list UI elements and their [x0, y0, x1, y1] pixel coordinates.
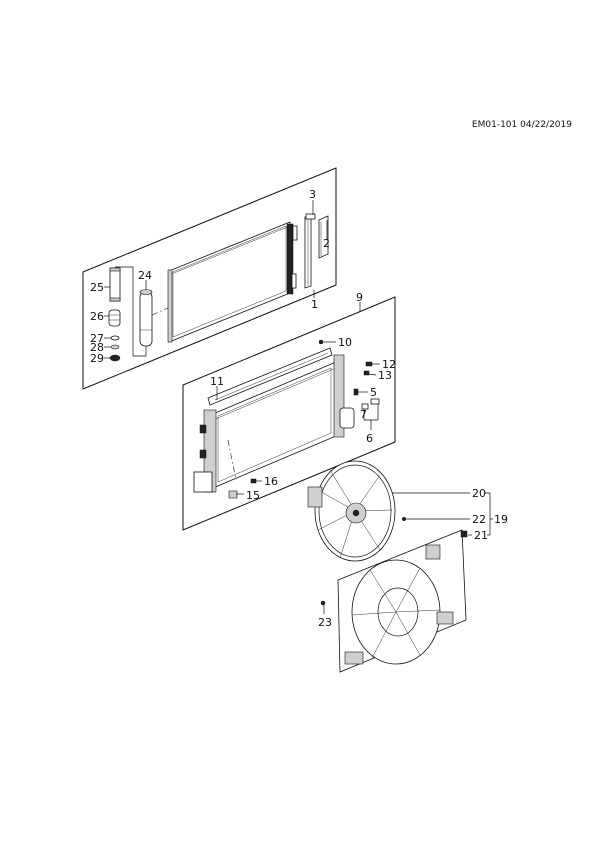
callout-27: 27 — [90, 332, 104, 345]
callout-26: 26 — [90, 310, 104, 323]
callout-24: 24 — [138, 269, 152, 282]
callout-6: 6 — [366, 432, 373, 445]
callout-16: 16 — [264, 475, 278, 488]
callout-21: 21 — [474, 529, 488, 542]
callout-19: 19 — [494, 513, 508, 526]
leader-lines — [104, 200, 493, 614]
callout-1: 1 — [311, 298, 318, 311]
callout-labels: 3 2 1 9 10 12 13 5 7 6 11 16 15 24 25 26… — [90, 188, 508, 629]
callout-29: 29 — [90, 352, 104, 365]
callout-13: 13 — [378, 369, 392, 382]
callout-25: 25 — [90, 281, 104, 294]
radiator-illustration — [193, 354, 355, 493]
radiator-air-seal-strip — [207, 347, 333, 406]
callout-3: 3 — [309, 188, 316, 201]
condenser-seal-strips — [304, 213, 329, 289]
callout-11: 11 — [210, 375, 224, 388]
callout-2: 2 — [323, 237, 330, 250]
callout-12: 12 — [382, 358, 396, 371]
condenser-core-illustration — [167, 221, 298, 343]
cooling-fan-illustration — [307, 460, 396, 562]
callout-20: 20 — [472, 487, 486, 500]
callout-10: 10 — [338, 336, 352, 349]
fan-shroud-illustration — [320, 516, 468, 673]
document-reference: EM01-101 04/22/2019 — [471, 120, 572, 130]
callout-22: 22 — [472, 513, 486, 526]
callout-28: 28 — [90, 341, 104, 354]
receiver-dryer-illustration — [108, 267, 169, 362]
callout-7: 7 — [360, 408, 367, 421]
callout-23: 23 — [318, 616, 332, 629]
callout-9: 9 — [356, 291, 363, 304]
callout-15: 15 — [246, 489, 260, 502]
callout-5: 5 — [370, 386, 377, 399]
